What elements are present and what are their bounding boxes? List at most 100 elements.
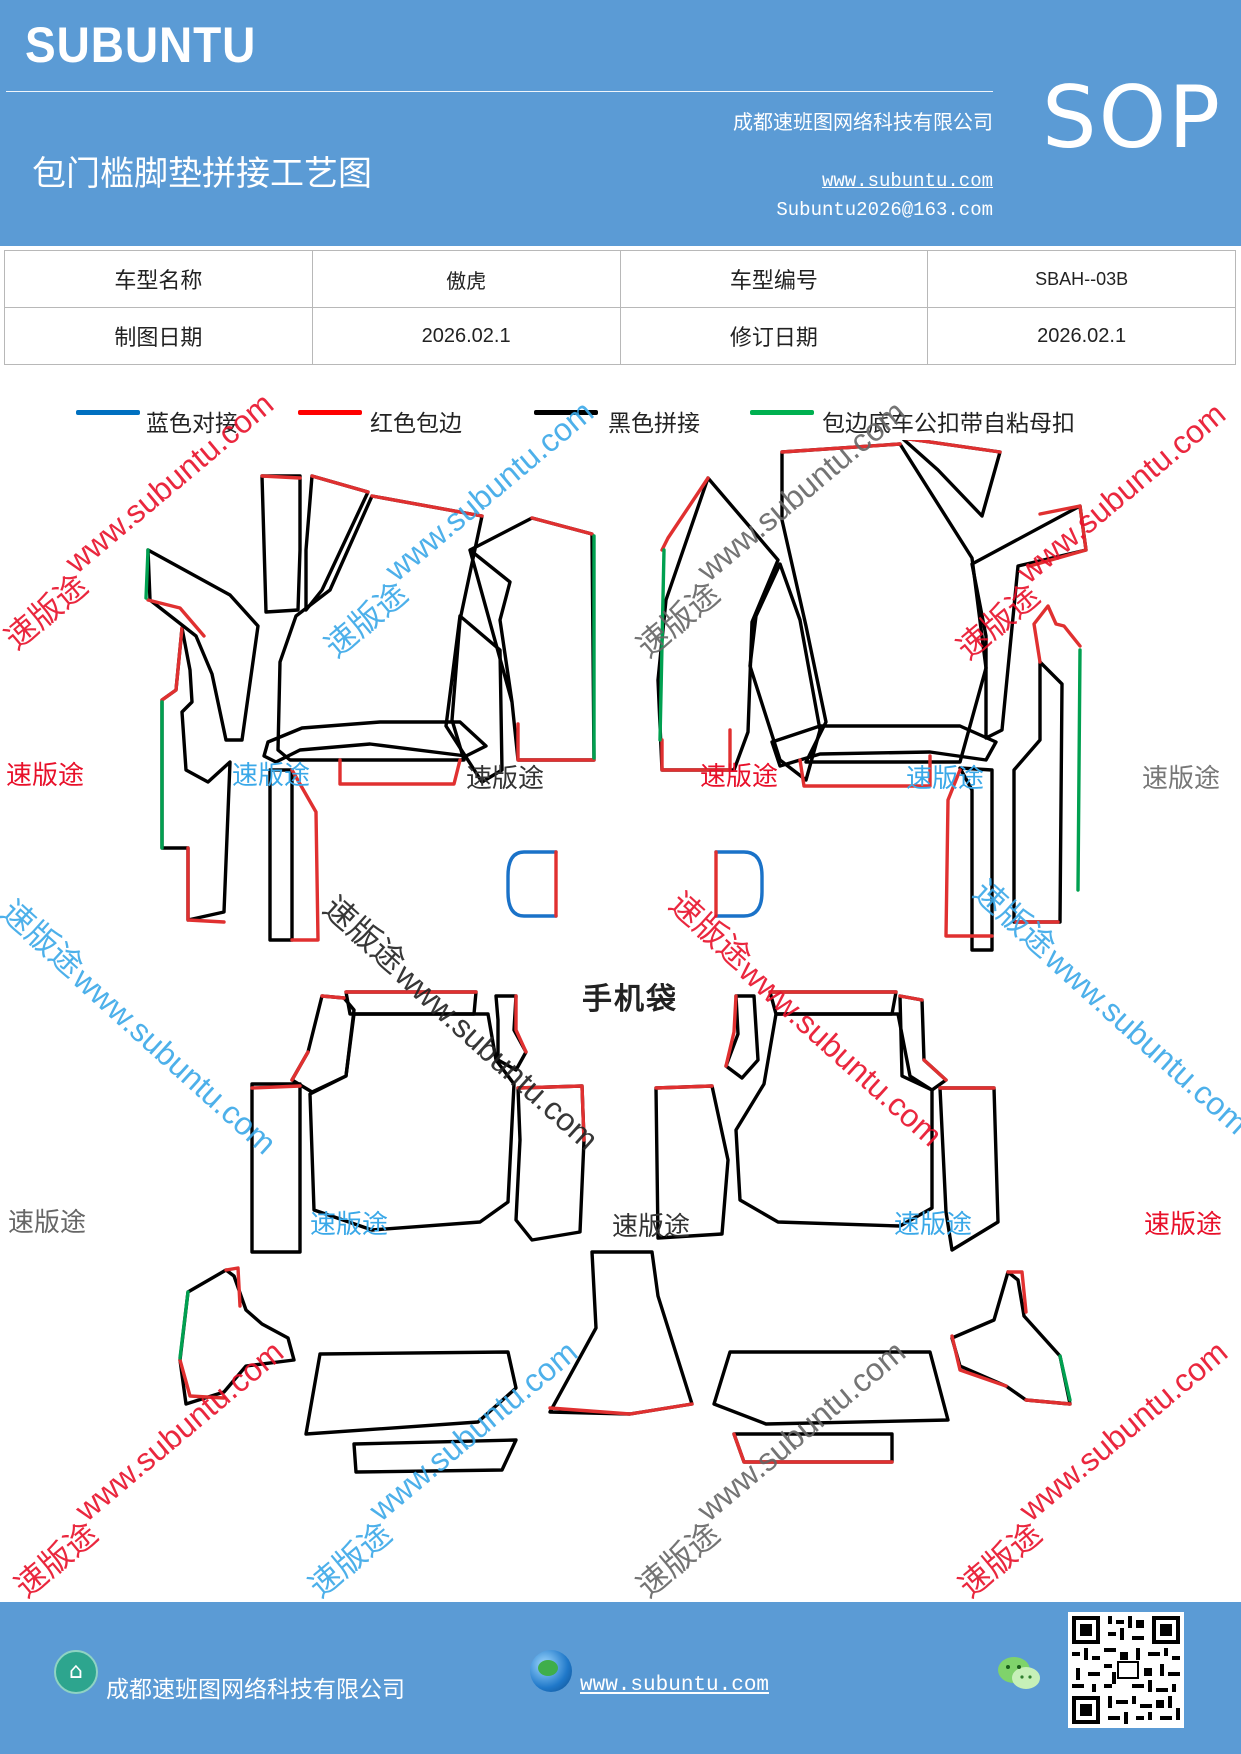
mat-edge-red — [950, 1270, 1072, 1406]
phone-pocket-right-shape — [714, 850, 764, 918]
legend-black-line — [534, 410, 598, 415]
watermark-text: 速版途 — [906, 764, 985, 794]
front-right-mat-group — [656, 440, 1088, 952]
mat-edge-red — [654, 1084, 714, 1090]
mat-edge-red — [516, 1084, 586, 1142]
page-title: 包门槛脚垫拼接工艺图 — [32, 154, 372, 194]
model-code-label: 车型编号 — [619, 250, 929, 308]
watermark-text: 速版途 — [1142, 764, 1221, 794]
mat-piece — [958, 766, 994, 952]
mat-piece — [950, 1270, 1072, 1406]
model-name-label: 车型名称 — [4, 250, 313, 308]
watermark-text: 速版途 — [6, 761, 85, 791]
footer-website-link[interactable]: www.subuntu.com — [580, 1674, 770, 1697]
mat-edge-red — [780, 442, 902, 454]
header-divider — [6, 91, 993, 92]
mat-piece — [780, 442, 988, 764]
mat-edge-red — [660, 476, 732, 772]
mat-piece — [712, 1350, 950, 1426]
mat-piece — [276, 494, 484, 762]
mat-edge-red — [724, 994, 738, 1068]
mat-piece — [160, 626, 232, 922]
header-banner: SUBUNTU 成都速班图网络科技有限公司 包门槛脚垫拼接工艺图 www.sub… — [0, 0, 1241, 246]
legend-blue-label: 蓝色对接 — [146, 411, 238, 437]
legend-green-line — [750, 410, 814, 415]
mat-edge-green — [144, 548, 150, 600]
mat-edge-red — [250, 1084, 302, 1090]
mat-edge-red — [798, 754, 932, 788]
mat-piece — [146, 548, 260, 742]
legend-black-label: 黑色拼接 — [608, 411, 700, 437]
watermark-text: 速版途 — [1144, 1210, 1223, 1240]
info-table: 车型名称 傲虎 车型编号 SBAH--03B 制图日期 2026.02.1 修订… — [4, 250, 1236, 365]
mat-edge-red — [290, 994, 346, 1082]
table-row: 车型名称 傲虎 车型编号 SBAH--03B — [4, 250, 1236, 308]
mat-edge-red — [732, 1432, 894, 1464]
revise-date-value: 2026.02.1 — [927, 307, 1236, 365]
mat-edge-red — [146, 598, 206, 638]
mat-edge-red — [260, 474, 302, 480]
mat-edge-red — [548, 1402, 694, 1416]
watermark-text: 速版途 — [8, 1208, 87, 1238]
watermark-text: 速版途 — [232, 761, 311, 791]
watermark-text: 速版途 — [466, 764, 545, 794]
building-icon: ⌂ — [54, 1650, 98, 1694]
watermark-text: 速版途 — [310, 1210, 389, 1240]
mat-edge-red — [903, 440, 1002, 454]
mat-piece — [308, 1012, 516, 1232]
model-name-value: 傲虎 — [311, 250, 621, 308]
legend-red-label: 红色包边 — [370, 411, 462, 437]
mat-edge-red — [898, 994, 948, 1082]
company-name: 成都速班图网络科技有限公司 — [733, 110, 993, 134]
mat-edge-green — [658, 548, 666, 742]
wechat-icon — [998, 1657, 1040, 1689]
phone-pocket-label: 手机袋 — [582, 982, 678, 1017]
rear-right-mat-group — [654, 990, 1072, 1464]
mat-piece — [548, 1250, 694, 1416]
website-link[interactable]: www.subuntu.com — [821, 170, 993, 192]
mat-piece — [770, 724, 998, 768]
footer-company-name: 成都速班图网络科技有限公司 — [106, 1677, 405, 1703]
front-left-mat-group — [144, 474, 596, 942]
mat-piece — [260, 474, 302, 614]
qr-code — [1068, 1612, 1184, 1728]
mat-edge-red — [178, 1266, 242, 1400]
mat-piece — [304, 1350, 518, 1436]
mat-piece — [262, 720, 488, 764]
mat-piece — [304, 474, 370, 612]
mat-edge-red — [1028, 504, 1088, 568]
sop-label: SOP — [1042, 68, 1223, 168]
mat-edge-red — [160, 626, 226, 924]
draw-date-value: 2026.02.1 — [311, 307, 621, 365]
model-code-value: SBAH--03B — [927, 250, 1236, 308]
mat-piece — [734, 1012, 934, 1228]
mat-piece — [352, 1438, 518, 1474]
mat-edge-red — [514, 994, 528, 1054]
mat-piece — [444, 614, 504, 784]
rear-left-mat-group — [178, 990, 694, 1474]
mat-piece — [724, 994, 760, 1080]
mat-edge-red — [944, 768, 994, 938]
mat-piece — [1012, 660, 1064, 924]
watermark-text: 速版途 — [700, 762, 779, 792]
mat-edge-red — [516, 516, 596, 762]
legend-blue-line — [76, 410, 140, 415]
floor-mat-diagram — [144, 440, 1088, 1474]
globe-icon — [530, 1650, 572, 1692]
email-address: Subuntu2026@163.com — [776, 199, 993, 221]
legend-red-line — [298, 410, 362, 415]
mat-piece — [268, 768, 294, 942]
revise-date-label: 修订日期 — [619, 307, 929, 365]
mat-edge-red — [338, 758, 462, 786]
mat-edge-green — [1076, 648, 1082, 892]
mat-edge-red — [290, 768, 320, 942]
phone-pocket-left-shape — [506, 850, 558, 918]
mat-piece — [250, 1082, 302, 1254]
mat-edge-red — [1014, 604, 1082, 924]
footer-banner: ⌂ 成都速班图网络科技有限公司 www.subuntu.com — [0, 1602, 1241, 1754]
mat-edge-red — [310, 474, 370, 494]
brand-logo: SUBUNTU — [25, 17, 257, 73]
watermark-text: 速版途 — [612, 1212, 691, 1242]
table-row: 制图日期 2026.02.1 修订日期 2026.02.1 — [4, 307, 1236, 365]
mat-edge-green — [178, 1290, 190, 1360]
